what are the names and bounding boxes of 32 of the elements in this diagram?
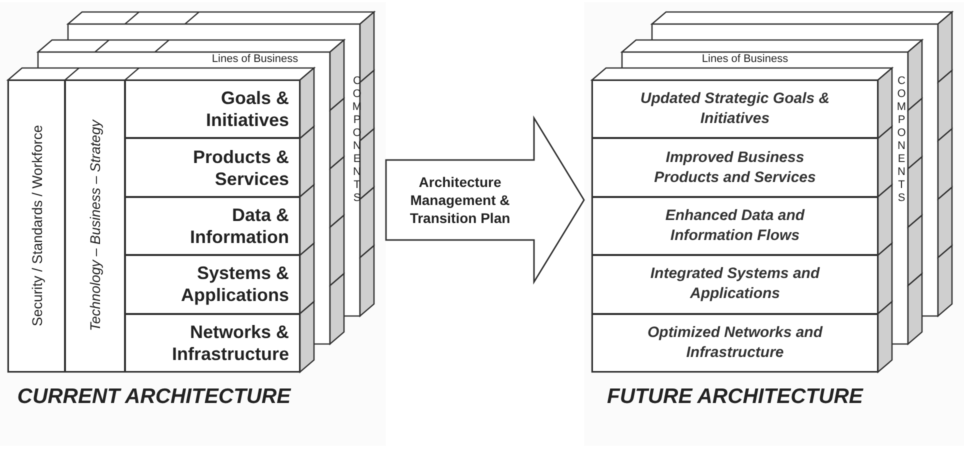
side-label: COMPONENTS: [896, 75, 908, 207]
layer-label: Improved Business Products and Services: [653, 148, 817, 188]
layer-label: Products & Services: [192, 146, 289, 190]
layer-label: Integrated Systems and Applications: [649, 264, 821, 304]
layer-box: [125, 255, 300, 314]
layer-box: [592, 196, 878, 256]
column-box: [8, 80, 65, 372]
layer-label: Goals & Initiatives: [204, 87, 289, 132]
layer-label: Enhanced Data and Information Flows: [664, 206, 806, 246]
layer-box: [592, 138, 878, 197]
column-label: Technology – Business – Strategy: [87, 120, 103, 332]
column-label: Security / Standards / Workforce: [28, 125, 44, 327]
layer-label: Updated Strategic Goals & Initiatives: [640, 89, 830, 130]
card-background: [584, 2, 964, 446]
side-label: COMPONENTS: [351, 75, 363, 207]
layer-box: [592, 314, 878, 372]
layer-box: [125, 80, 300, 138]
face-label: Lines of Business: [702, 53, 788, 66]
layer-label: Systems & Applications: [180, 262, 289, 306]
layer-box: [592, 255, 878, 314]
face-label: Lines of Business: [212, 53, 298, 66]
layer-box: [592, 80, 878, 138]
layer-box: [125, 138, 300, 197]
caption-title: FUTURE ARCHITECTURE: [606, 384, 864, 409]
layer-label: Data & Information: [189, 204, 289, 248]
layer-label: Networks & Infrastructure: [170, 320, 289, 365]
card-background: [0, 2, 386, 446]
layer-box: [125, 196, 300, 256]
caption-title: CURRENT ARCHITECTURE: [16, 384, 292, 409]
column-box: [65, 80, 125, 372]
layer-label: Optimized Networks and Infrastructure: [646, 322, 824, 363]
layer-box: [125, 314, 300, 372]
